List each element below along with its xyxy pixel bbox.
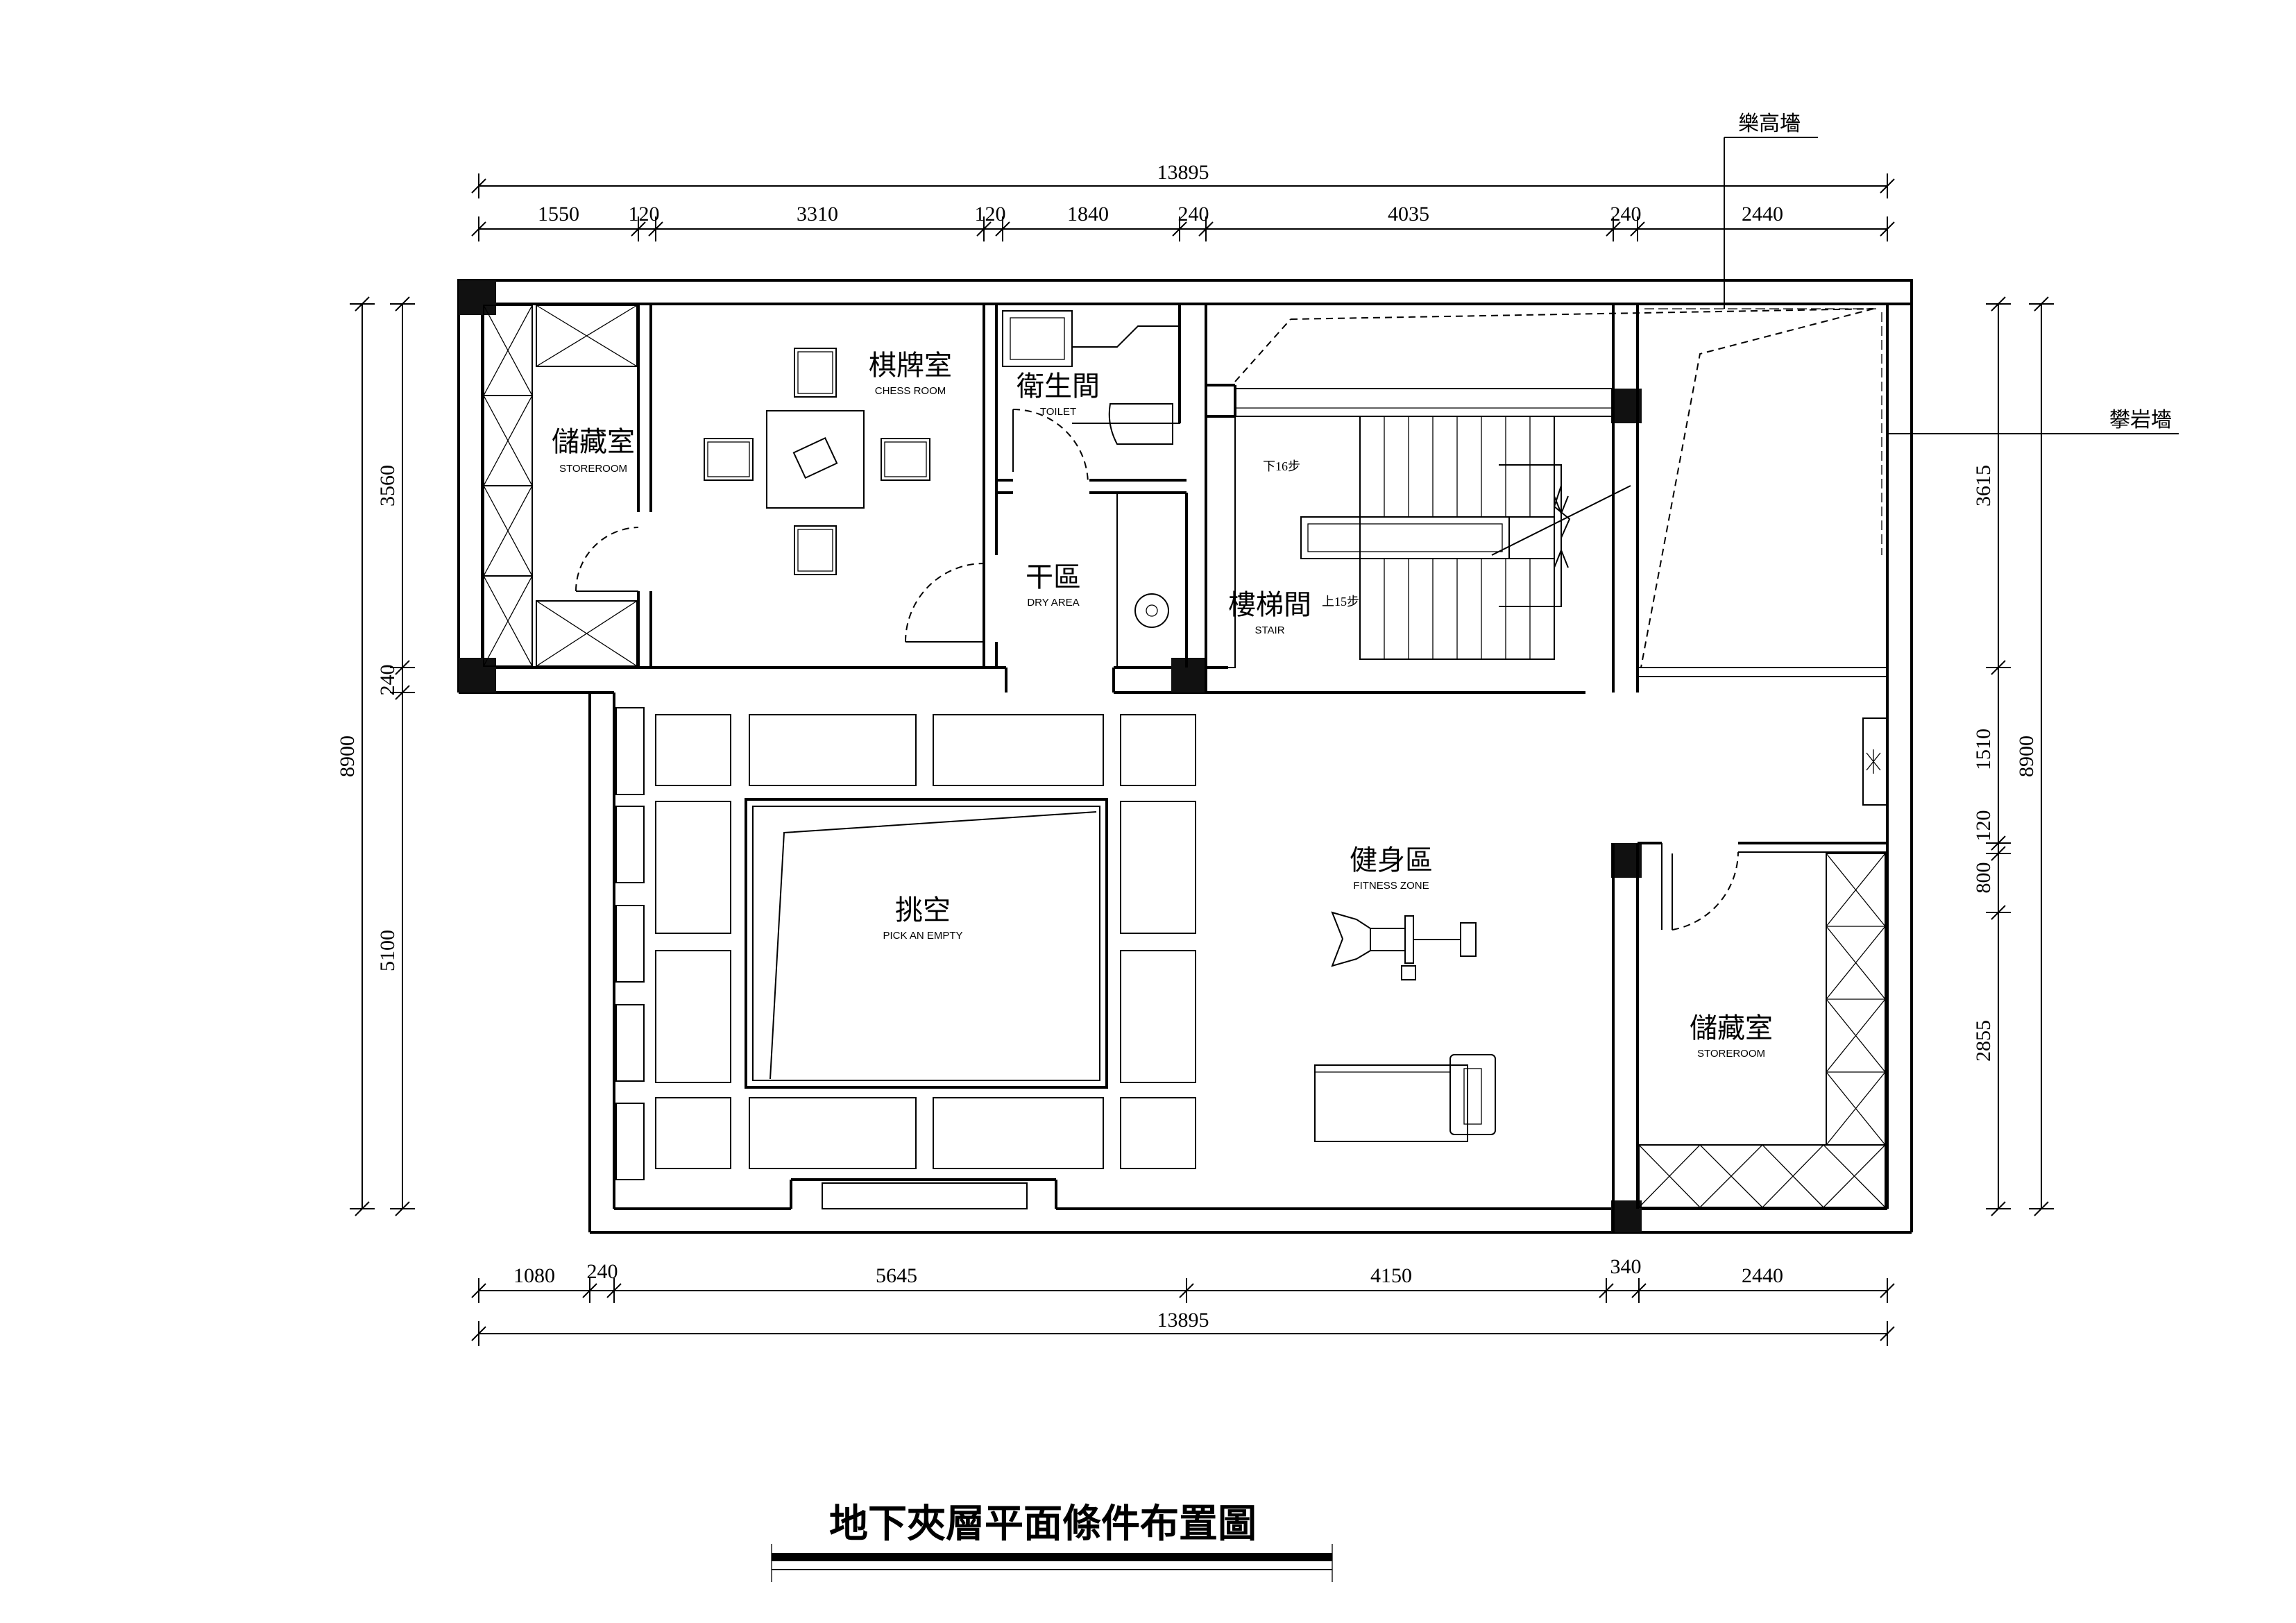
toilet-fixtures bbox=[1002, 310, 1180, 628]
atrium-glazing bbox=[615, 707, 1196, 1209]
stair-note-down: 下16步 bbox=[1263, 459, 1300, 473]
dim-bottom-seg: 240 bbox=[587, 1260, 618, 1283]
dim-left-seg: 3560 bbox=[376, 465, 399, 507]
stairs bbox=[1234, 388, 1631, 660]
room-name-toilet: 衛生間 bbox=[1017, 371, 1100, 402]
annotations: 樂高墻 攀岩墻 bbox=[1738, 112, 2172, 432]
dim-right-seg: 2855 bbox=[1972, 1020, 1995, 1062]
room-name-en-stair: STAIR bbox=[1255, 624, 1284, 636]
dim-right-seg: 120 bbox=[1972, 810, 1995, 842]
room-name-fitness: 健身區 bbox=[1350, 844, 1433, 876]
dim-left-total: 8900 bbox=[336, 736, 359, 777]
room-name-dry-area: 干區 bbox=[1026, 561, 1081, 593]
dim-top-seg: 3310 bbox=[797, 203, 838, 226]
room-name-en-dry-area: DRY AREA bbox=[1027, 597, 1079, 609]
dim-top-seg: 240 bbox=[1610, 203, 1642, 226]
dim-top-seg: 120 bbox=[975, 203, 1006, 226]
room-name-en-storeroom-right: STOREROOM bbox=[1697, 1048, 1765, 1060]
chess-room-furniture bbox=[704, 348, 985, 643]
room-name-en-fitness: FITNESS ZONE bbox=[1353, 880, 1429, 892]
room-name-atrium: 挑空 bbox=[895, 894, 951, 926]
interior-walls bbox=[637, 304, 1887, 1232]
dim-top-seg: 4035 bbox=[1388, 203, 1429, 226]
dim-left-seg: 5100 bbox=[376, 930, 399, 971]
drawing-title-block: 地下夾層平面條件布置圖 bbox=[771, 1503, 1333, 1582]
stair-note-up: 上15步 bbox=[1322, 595, 1359, 609]
columns bbox=[459, 280, 1642, 1232]
dim-top-total: 13895 bbox=[1157, 161, 1209, 184]
dim-top-seg: 240 bbox=[1178, 203, 1209, 226]
dim-bottom-seg: 1080 bbox=[513, 1264, 555, 1287]
room-name-en-toilet: TOILET bbox=[1040, 406, 1076, 418]
dim-right-total: 8900 bbox=[2015, 736, 2038, 777]
dim-top-seg: 1840 bbox=[1067, 203, 1109, 226]
dim-right-seg: 1510 bbox=[1972, 729, 1995, 770]
drawing-title: 地下夾層平面條件布置圖 bbox=[829, 1503, 1257, 1546]
room-labels: 儲藏室 STOREROOM 棋牌室 CHESS ROOM 衛生間 TOILET … bbox=[552, 350, 1773, 1060]
dim-bottom-total: 13895 bbox=[1157, 1309, 1209, 1332]
dim-top-seg: 120 bbox=[629, 203, 660, 226]
dim-bottom-seg: 2440 bbox=[1742, 1264, 1783, 1287]
dim-top-seg: 2440 bbox=[1742, 203, 1783, 226]
room-name-stair: 樓梯間 bbox=[1228, 589, 1311, 620]
dim-left-seg: 240 bbox=[376, 665, 399, 696]
dim-right-seg: 800 bbox=[1972, 863, 1995, 894]
room-name-storeroom-left: 儲藏室 bbox=[552, 426, 635, 457]
annotation-lego-wall: 樂高墻 bbox=[1738, 112, 1801, 135]
dim-top-seg: 1550 bbox=[538, 203, 579, 226]
dim-bottom-seg: 5645 bbox=[876, 1264, 917, 1287]
room-name-chess: 棋牌室 bbox=[869, 350, 952, 381]
outer-walls bbox=[457, 279, 1913, 1234]
room-name-en-storeroom-left: STOREROOM bbox=[559, 463, 627, 475]
dim-bottom-seg: 340 bbox=[1610, 1255, 1642, 1278]
room-name-storeroom-right: 儲藏室 bbox=[1690, 1012, 1773, 1044]
left-storeroom-cabinets bbox=[483, 305, 639, 667]
dimension-lines bbox=[350, 173, 2054, 1346]
annotation-climbing-wall: 攀岩墻 bbox=[2109, 409, 2172, 432]
climbing-area bbox=[1234, 137, 2179, 806]
dim-bottom-seg: 4150 bbox=[1370, 1264, 1412, 1287]
room-name-en-chess: CHESS ROOM bbox=[875, 385, 946, 397]
dim-right-seg: 3615 bbox=[1972, 465, 1995, 507]
fitness-equipment bbox=[1314, 911, 1496, 1142]
room-name-en-atrium: PICK AN EMPTY bbox=[883, 930, 962, 942]
right-storeroom-cabinets bbox=[1638, 843, 1886, 1208]
dimension-text: 13895 1550 120 3310 120 1840 240 4035 24… bbox=[336, 161, 2038, 1332]
